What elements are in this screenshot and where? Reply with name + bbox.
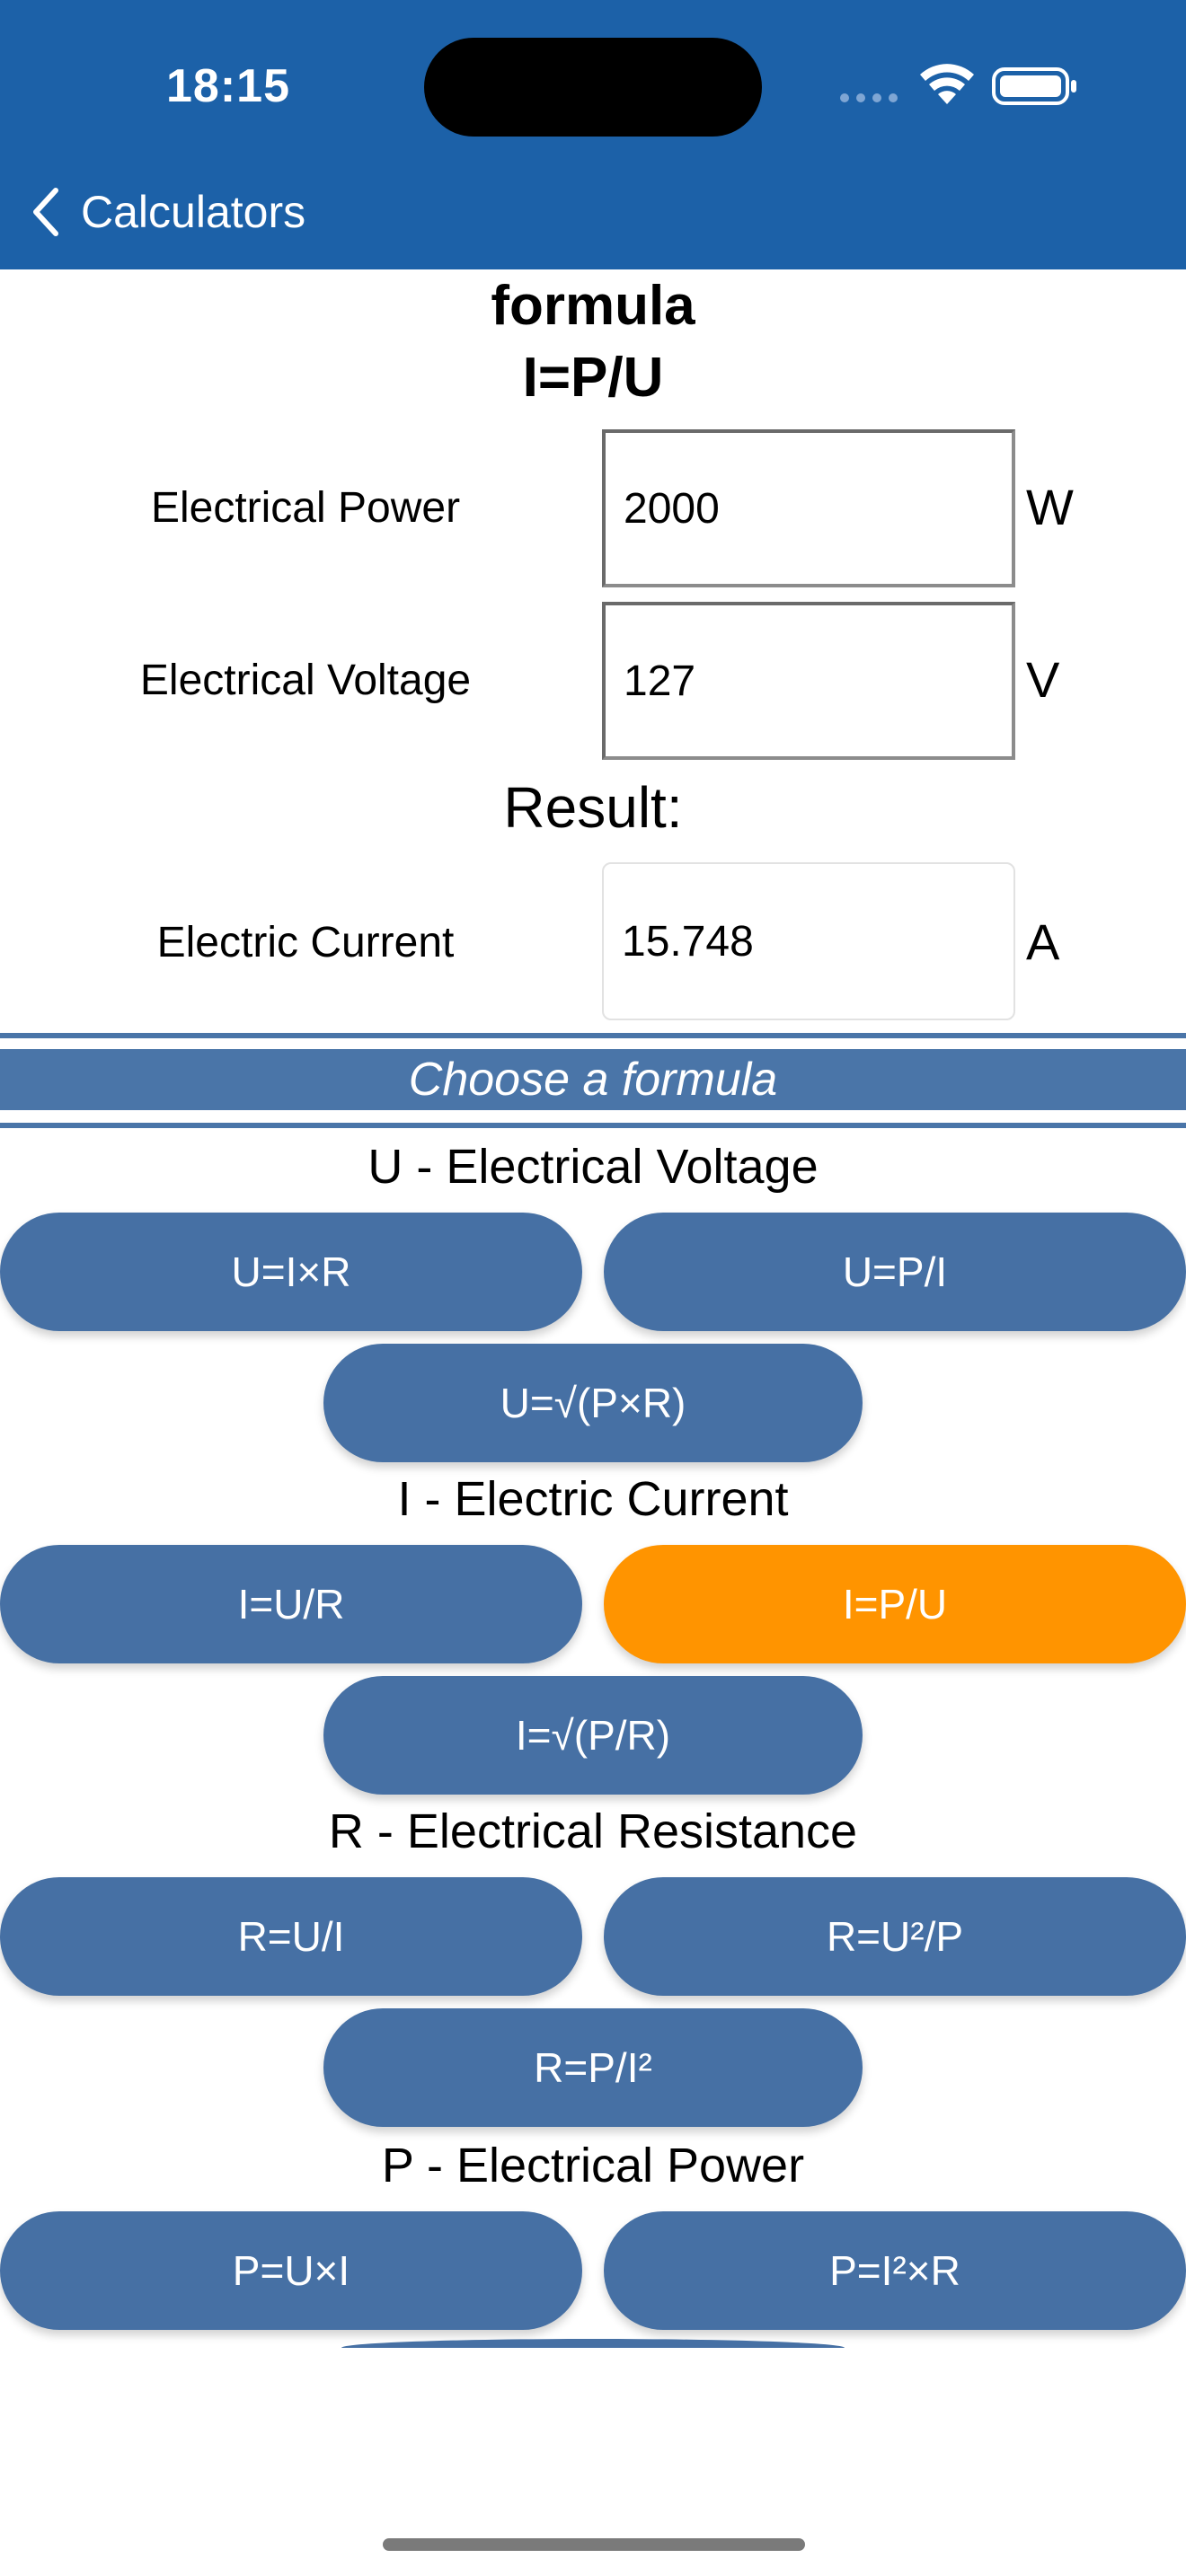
formula-button-partially-hidden[interactable] xyxy=(341,2339,845,2348)
current-unit: A xyxy=(1026,913,1060,970)
choose-formula-banner: Choose a formula xyxy=(0,1049,1186,1110)
back-button-label: Calculators xyxy=(81,187,306,237)
battery-icon xyxy=(992,67,1076,105)
current-label: Electric Current xyxy=(156,919,455,966)
chevron-left-icon xyxy=(33,188,58,236)
divider-bottom xyxy=(0,1123,1186,1128)
formula-button-u-p-i[interactable]: U=P/I xyxy=(604,1213,1186,1331)
home-indicator[interactable] xyxy=(383,2538,805,2551)
app-header: 18:15 Calculators xyxy=(0,0,1186,269)
formula-button-u-ixr[interactable]: U=I×R xyxy=(0,1213,582,1331)
cellular-signal-icon xyxy=(840,93,898,102)
current-result: 15.748 xyxy=(602,862,1015,1020)
formula-button-p-i2xr[interactable]: P=I²×R xyxy=(604,2211,1186,2330)
power-unit: W xyxy=(1026,479,1074,535)
power-input[interactable]: 2000 xyxy=(602,429,1015,587)
status-time: 18:15 xyxy=(166,60,290,112)
voltage-input[interactable]: 127 xyxy=(602,602,1015,760)
result-heading: Result: xyxy=(503,775,683,840)
formula-button-r-p-i2[interactable]: R=P/I² xyxy=(323,2008,863,2127)
formula-button-i-sqrt-p-r[interactable]: I=√(P/R) xyxy=(323,1676,863,1795)
section-title-resistance: R - Electrical Resistance xyxy=(328,1804,858,1858)
formula-button-i-p-u[interactable]: I=P/U xyxy=(604,1545,1186,1663)
formula-expression: I=P/U xyxy=(522,347,664,409)
wifi-icon xyxy=(920,64,974,104)
section-title-current: I - Electric Current xyxy=(397,1472,789,1526)
formula-button-u-sqrt-pxr[interactable]: U=√(P×R) xyxy=(323,1344,863,1462)
formula-button-p-uxi[interactable]: P=U×I xyxy=(0,2211,582,2330)
voltage-unit: V xyxy=(1026,651,1060,708)
formula-button-r-u2-p[interactable]: R=U²/P xyxy=(604,1877,1186,1996)
dynamic-island xyxy=(424,38,762,137)
back-button[interactable]: Calculators xyxy=(27,176,305,248)
section-title-voltage: U - Electrical Voltage xyxy=(367,1140,819,1194)
formula-button-i-u-r[interactable]: I=U/R xyxy=(0,1545,582,1663)
formula-title: formula xyxy=(491,275,695,337)
formula-button-r-u-i[interactable]: R=U/I xyxy=(0,1877,582,1996)
divider-top xyxy=(0,1033,1186,1038)
power-label: Electrical Power xyxy=(150,484,461,532)
section-title-power: P - Electrical Power xyxy=(381,2139,805,2192)
voltage-label: Electrical Voltage xyxy=(139,657,472,704)
